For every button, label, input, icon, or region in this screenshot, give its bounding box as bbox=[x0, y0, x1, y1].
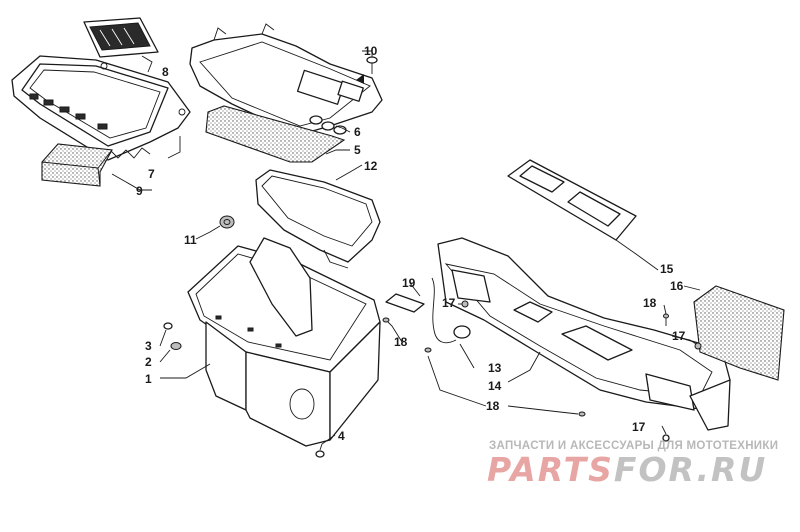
cable bbox=[431, 277, 457, 344]
callout-18-bottom: 18 bbox=[486, 399, 500, 413]
callout-16: 16 bbox=[670, 279, 684, 293]
part-6-electronics-tray bbox=[189, 23, 383, 137]
part-4-nut bbox=[315, 450, 325, 458]
callout-9: 9 bbox=[136, 184, 143, 198]
watermark-logo: PARTSFOR.RU bbox=[487, 453, 797, 486]
callout-15: 15 bbox=[660, 262, 674, 276]
part-5-foam bbox=[205, 105, 346, 163]
part-15-lid bbox=[507, 159, 637, 241]
callout-17-top: 17 bbox=[442, 296, 456, 310]
watermark-logo-red: PARTS bbox=[487, 450, 614, 489]
callout-labels: 1 2 3 4 5 6 7 8 9 10 11 12 13 14 15 16 1… bbox=[136, 44, 686, 443]
callout-18-left: 18 bbox=[394, 335, 408, 349]
watermark-caption: ЗАПЧАСТИ И АКСЕССУАРЫ ДЛЯ МОТОТЕХНИКИ bbox=[489, 440, 779, 452]
callout-1: 1 bbox=[145, 372, 152, 386]
part-12-cover bbox=[255, 169, 381, 269]
callout-5: 5 bbox=[354, 143, 361, 157]
callout-6: 6 bbox=[354, 125, 361, 139]
part-1-console-body bbox=[187, 237, 381, 447]
part-7-gauge-panel bbox=[11, 55, 191, 161]
callout-2: 2 bbox=[145, 355, 152, 369]
part-19-bracket bbox=[385, 293, 425, 313]
callout-10: 10 bbox=[364, 44, 378, 58]
callout-17-bottom: 17 bbox=[632, 420, 646, 434]
part-10-screw bbox=[366, 56, 378, 74]
callout-14: 14 bbox=[488, 379, 502, 393]
callout-7: 7 bbox=[148, 167, 155, 181]
watermark-logo-gray: FOR.RU bbox=[613, 450, 768, 489]
callout-8: 8 bbox=[162, 65, 169, 79]
part-17-screws bbox=[461, 300, 702, 442]
callout-17-right: 17 bbox=[672, 329, 686, 343]
part-8-decal bbox=[83, 17, 159, 58]
callout-12: 12 bbox=[364, 159, 378, 173]
callout-19: 19 bbox=[402, 276, 416, 290]
part-14-rear-console bbox=[437, 237, 731, 431]
part-9-foam-pad bbox=[41, 143, 113, 187]
part-3-clip bbox=[163, 322, 173, 330]
part-13-grommet bbox=[453, 325, 471, 339]
callout-13: 13 bbox=[488, 361, 502, 375]
part-16-side-foam bbox=[693, 285, 785, 381]
part-2-screw bbox=[170, 342, 182, 350]
callout-11: 11 bbox=[184, 233, 197, 247]
callout-18-right: 18 bbox=[643, 296, 657, 310]
part-11-grommet bbox=[219, 215, 235, 229]
leader-lines bbox=[111, 50, 701, 451]
callout-3: 3 bbox=[145, 339, 152, 353]
callout-4: 4 bbox=[338, 429, 345, 443]
